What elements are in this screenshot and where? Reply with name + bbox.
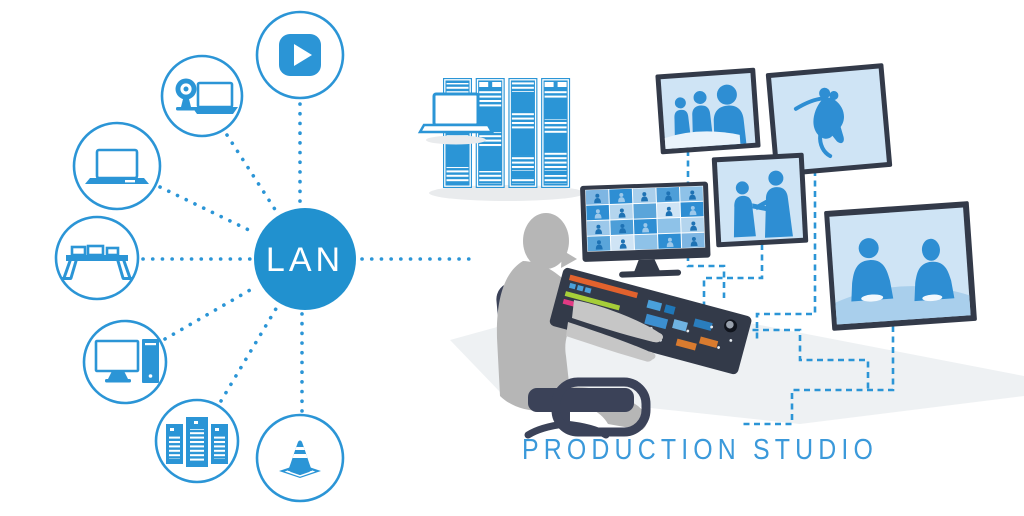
cable-news-desk bbox=[742, 326, 895, 426]
webcam-laptop-icon bbox=[175, 78, 238, 114]
operator-chin bbox=[561, 250, 577, 268]
dotted-link-servers bbox=[219, 305, 279, 403]
wall-screen-interview bbox=[655, 67, 761, 155]
network-links bbox=[141, 102, 472, 413]
news-anchors bbox=[851, 238, 955, 302]
operator-head bbox=[523, 213, 569, 269]
lan-hub: LAN bbox=[254, 208, 356, 310]
device-node-desktop-pc bbox=[82, 319, 168, 405]
multiviewer-monitor bbox=[580, 181, 711, 278]
equipment-table-icon bbox=[61, 244, 133, 280]
wall-screen-news-desk bbox=[824, 201, 977, 331]
dancer-scene bbox=[793, 87, 844, 159]
wall-screen-conversation bbox=[711, 152, 809, 248]
studio-caption: PRODUCTION STUDIO bbox=[522, 434, 878, 466]
lan-hub-circle bbox=[254, 208, 356, 310]
rack-shadow bbox=[429, 185, 585, 201]
multiviewer-grid bbox=[585, 186, 705, 252]
laptop-icon bbox=[85, 148, 149, 184]
device-node-laptop bbox=[72, 121, 162, 211]
rack-laptop-icon bbox=[417, 92, 495, 145]
wall-screen-dancer bbox=[765, 63, 893, 177]
rack-column bbox=[508, 78, 538, 188]
traffic-cone-icon bbox=[279, 440, 321, 478]
conversation-scene bbox=[733, 170, 793, 238]
operator-arms bbox=[566, 300, 663, 362]
desktop-pc-icon bbox=[94, 339, 159, 383]
dotted-link-laptop bbox=[158, 185, 257, 235]
dotted-link-webcam bbox=[225, 133, 278, 213]
rack-column bbox=[475, 78, 505, 188]
operator-chair-base bbox=[524, 377, 651, 439]
device-node-media-player bbox=[255, 10, 345, 100]
chair-armrest bbox=[551, 377, 651, 437]
device-node-equipment-table bbox=[54, 215, 140, 301]
lan-hub-label: LAN bbox=[266, 241, 344, 279]
dotted-link-desktop bbox=[163, 284, 259, 341]
device-node-webcam-workstation bbox=[160, 54, 244, 138]
cable-conversation bbox=[702, 244, 764, 306]
play-icon bbox=[279, 34, 321, 76]
cable-console bbox=[742, 328, 870, 392]
cable-dancer bbox=[755, 170, 817, 342]
device-node-server-cluster bbox=[154, 398, 240, 484]
rack-column bbox=[541, 78, 571, 188]
server-rack-icon bbox=[166, 417, 228, 467]
device-node-media-streamer bbox=[255, 413, 345, 503]
